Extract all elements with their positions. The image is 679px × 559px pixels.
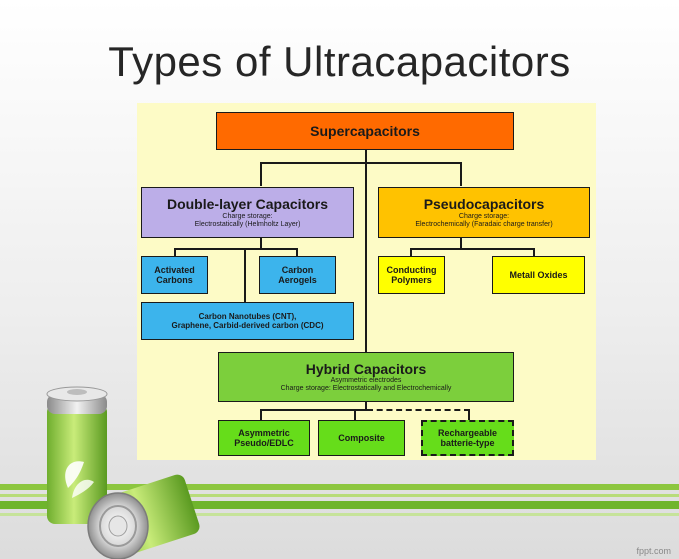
connector [365, 401, 367, 410]
decorative-stripe [0, 484, 679, 490]
connector [260, 237, 262, 249]
supercapacitors-label: Supercapacitors [310, 122, 420, 139]
connector [410, 248, 412, 256]
decorative-stripe [0, 513, 679, 516]
supercapacitors-box: Supercapacitors [216, 112, 514, 150]
activated-carbons-line2: Carbons [156, 275, 193, 285]
asymmetric-pseudo-edlc-box: Asymmetric Pseudo/EDLC [218, 420, 310, 456]
connector [460, 162, 462, 186]
conducting-polymers-line1: Conducting [386, 264, 437, 275]
composite-label: Composite [338, 432, 385, 443]
connector [354, 409, 356, 420]
connector [460, 237, 462, 249]
connector [365, 149, 367, 163]
conducting-polymers-box: Conducting Polymers [378, 256, 445, 294]
page-title: Types of Ultracapacitors [108, 38, 571, 85]
connector [260, 409, 262, 420]
connector [174, 248, 298, 250]
double-layer-capacitors-box: Double-layer Capacitors Charge storage: … [141, 187, 354, 238]
double-layer-capacitors-label: Double-layer Capacitors [166, 196, 329, 213]
carbon-aerogels-box: Carbon Aerogels [259, 256, 336, 294]
battery-illustration-icon [46, 386, 200, 559]
carbon-nanotubes-line1: Carbon Nanotubes (CNT), [198, 311, 297, 321]
composite-box: Composite [318, 420, 405, 456]
pseudo-charge-storage: Charge storage: [458, 212, 510, 220]
metal-oxides-box: Metall Oxides [492, 256, 585, 294]
dashed-connector [468, 409, 470, 420]
metal-oxides-label: Metall Oxides [509, 269, 568, 280]
decorative-stripe [0, 501, 679, 509]
carbon-nanotubes-line2: Graphene, Carbid-derived carbon (CDC) [171, 321, 324, 330]
activated-carbons-box: Activated Carbons [141, 256, 208, 294]
asymmetric-line1: Asymmetric [238, 427, 290, 438]
asymmetric-line2: Pseudo/EDLC [234, 438, 294, 448]
carbon-nanotubes-box: Carbon Nanotubes (CNT), Graphene, Carbid… [141, 302, 354, 340]
connector [533, 248, 535, 256]
carbon-aerogels-line2: Aerogels [278, 275, 317, 285]
conducting-polymers-line2: Polymers [391, 275, 432, 285]
rechargeable-line1: Rechargeable [437, 427, 498, 438]
hybrid-capacitors-box: Hybrid Capacitors Asymmetric electrodes … [218, 352, 514, 402]
rechargeable-batterie-box: Rechargeable batterie-type [421, 420, 514, 456]
diagram-panel: Supercapacitors Double-layer Capacitors … [137, 103, 596, 460]
connector [244, 250, 246, 302]
connector [410, 248, 535, 250]
decorative-stripe [0, 494, 679, 497]
connector [174, 248, 176, 256]
connector [260, 409, 367, 411]
connector [365, 164, 367, 352]
double-layer-charge-mechanism: Electrostatically (Helmholtz Layer) [194, 220, 301, 228]
hybrid-capacitors-label: Hybrid Capacitors [305, 360, 427, 377]
double-layer-charge-storage: Charge storage: [222, 212, 273, 220]
connector [260, 162, 462, 164]
connector [296, 248, 298, 256]
pseudo-charge-mechanism: Electrochemically (Faradaic charge trans… [415, 220, 553, 228]
pseudocapacitors-label: Pseudocapacitors [423, 196, 545, 213]
hybrid-asymmetric-electrodes: Asymmetric electrodes [330, 377, 402, 384]
pseudocapacitors-box: Pseudocapacitors Charge storage: Electro… [378, 187, 590, 238]
carbon-aerogels-line1: Carbon [281, 264, 314, 275]
footer-credit: fppt.com [636, 546, 671, 556]
activated-carbons-line1: Activated [154, 264, 195, 275]
dashed-connector [367, 409, 470, 411]
rechargeable-line2: batterie-type [440, 438, 495, 448]
connector [260, 162, 262, 186]
hybrid-charge-mechanism: Charge storage: Electrostatically and El… [280, 385, 452, 393]
